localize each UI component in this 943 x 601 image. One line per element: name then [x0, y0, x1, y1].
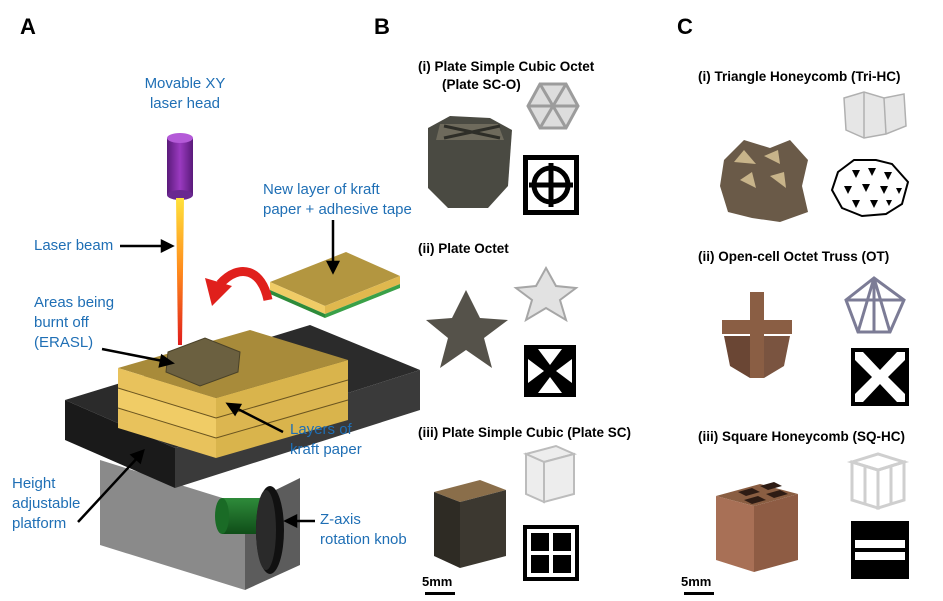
label-line: paper + adhesive tape: [263, 201, 412, 218]
kraft-paper-stack: [117, 330, 349, 458]
sq-hc-cross-section: [851, 521, 909, 579]
plate-sc-o-subtitle: (Plate SC-O): [442, 77, 521, 92]
label-line: Areas being: [34, 294, 115, 311]
laser-head: [167, 133, 193, 200]
plate-sc-o-cross-section: [523, 155, 579, 215]
plate-sc-title: (iii) Plate Simple Cubic (Plate SC): [418, 425, 632, 440]
label-line: Z-axis: [320, 511, 361, 528]
ot-title: (ii) Open-cell Octet Truss (OT): [698, 249, 890, 264]
ot-printed-part: [722, 292, 792, 378]
new-layer-label: New layer of kraft paper + adhesive tape: [263, 180, 412, 220]
plate-sc-cad-render: [523, 444, 577, 504]
ot-cad-render: [844, 276, 906, 334]
panel-letter-c: C: [677, 14, 693, 39]
label-line: Layers of: [290, 421, 352, 438]
panel-letter-a: A: [20, 14, 36, 39]
plate-octet-cad-render: [513, 265, 579, 323]
panel-letter-b: B: [374, 14, 390, 39]
height-platform-label: Height adjustable platform: [12, 474, 80, 534]
label-line: burnt off: [34, 314, 89, 331]
layers-kraft-label: Layers of kraft paper: [290, 420, 362, 460]
movable-laser-head-label: Movable XY laser head: [140, 74, 230, 114]
laser-beam: [176, 198, 184, 345]
label-line: New layer of kraft: [263, 181, 380, 198]
label-line: adjustable: [12, 495, 81, 512]
tri-hc-printed-part: [720, 140, 808, 222]
scale-label-b: 5mm: [422, 574, 453, 589]
sq-hc-printed-part: [716, 482, 798, 572]
scale-bar-b: [425, 592, 455, 595]
label-line: kraft paper: [290, 441, 362, 458]
z-axis-knob: [215, 486, 284, 574]
tri-hc-cad-render: [843, 91, 907, 139]
plate-sc-o-cad-render: [526, 82, 580, 130]
label-line: rotation knob: [320, 531, 407, 548]
sq-hc-title: (iii) Square Honeycomb (SQ-HC): [698, 429, 906, 444]
label-line: (ERASL): [34, 334, 94, 351]
scale-bar-c: [684, 592, 714, 595]
plate-octet-cross-section: [524, 345, 576, 397]
sq-hc-cad-render: [846, 452, 910, 511]
label-line: Movable XY: [144, 75, 226, 92]
laser-beam-label: Laser beam: [34, 237, 114, 254]
areas-burnt-label: Areas being burnt off (ERASL): [34, 293, 114, 353]
plate-sc-printed-part: [434, 480, 506, 568]
tri-hc-title: (i) Triangle Honeycomb (Tri-HC): [698, 69, 901, 84]
red-curved-arrow: [205, 267, 273, 306]
scale-label-c: 5mm: [681, 574, 712, 589]
plate-sc-o-printed-part: [428, 116, 512, 208]
label-line: laser head: [149, 95, 221, 112]
new-kraft-layer: [270, 252, 400, 318]
plate-sc-o-title: (i) Plate Simple Cubic Octet: [418, 59, 595, 74]
plate-octet-title: (ii) Plate Octet: [418, 241, 509, 256]
callout-arrows: [77, 220, 341, 529]
ot-cross-section: [851, 348, 909, 406]
tri-hc-cross-section: [830, 159, 910, 218]
z-axis-knob-label: Z-axis rotation knob: [320, 510, 407, 550]
plate-sc-cross-section: [523, 525, 579, 581]
plate-octet-printed-part: [426, 290, 508, 368]
label-line: platform: [12, 515, 67, 532]
label-line: Height: [12, 475, 56, 492]
